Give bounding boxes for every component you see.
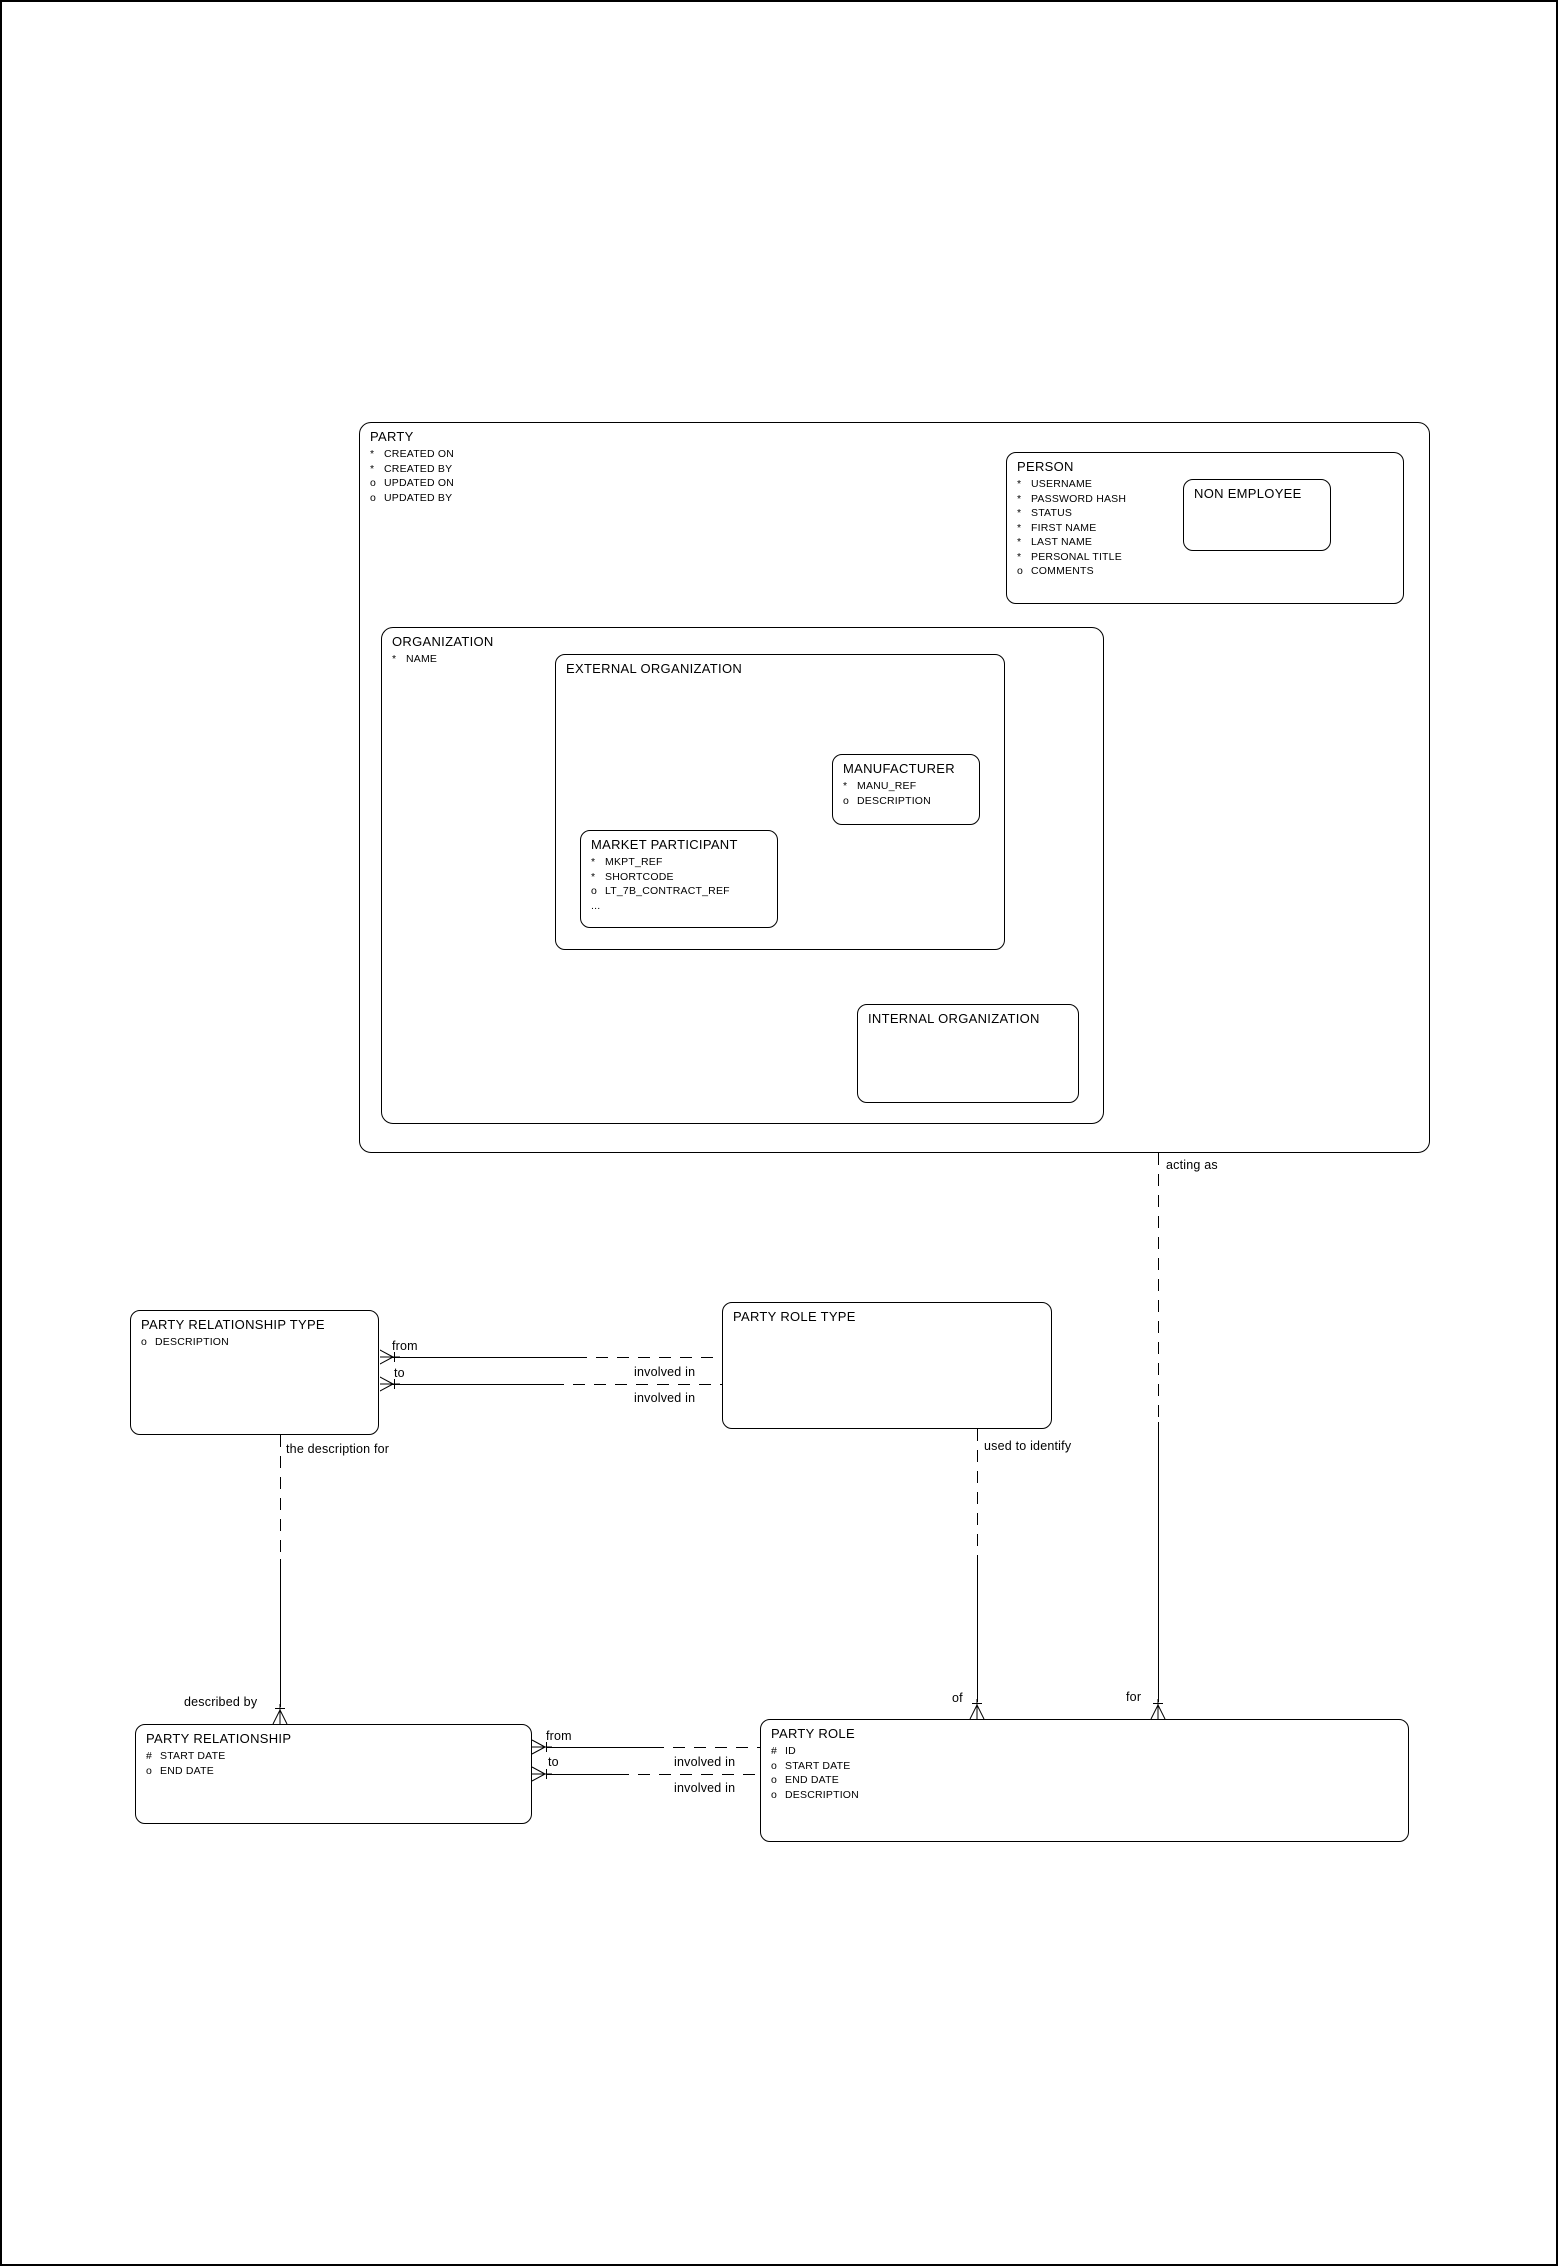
relationship-label-used-to-identify: used to identify — [984, 1439, 1072, 1453]
attribute-row: #START DATE — [146, 1750, 226, 1762]
entity-title: PARTY — [370, 429, 414, 444]
attribute-row: *STATUS — [1017, 507, 1073, 519]
relationship-label-described-by: described by — [184, 1695, 258, 1709]
relationship-line-of-dashed — [977, 1429, 978, 1562]
relationship-line-from-bottom-solid — [546, 1747, 652, 1748]
relationship-line-of-solid — [977, 1562, 978, 1702]
entity-title: PARTY RELATIONSHIP TYPE — [141, 1317, 325, 1332]
relationship-line-to-top-dashed — [552, 1384, 722, 1385]
entity-title: PARTY ROLE TYPE — [733, 1309, 856, 1324]
attribute-row: *SHORTCODE — [591, 870, 674, 883]
relationship-line-from-top-solid — [392, 1357, 575, 1358]
attribute-list: *USERNAME *PASSWORD HASH *STATUS *FIRST NAM… — [1007, 474, 1403, 579]
attribute-row: *CREATED BY — [370, 462, 453, 475]
relationship-label-from-top: from — [392, 1339, 418, 1353]
relationship-label-for: for — [1126, 1690, 1142, 1704]
relationship-label-of: of — [952, 1691, 963, 1705]
crows-foot-icon — [380, 1349, 400, 1365]
attribute-row: *MANU_REF — [843, 780, 917, 792]
attribute-row: #ID — [771, 1745, 796, 1757]
attribute-row: *MKPT_REF — [591, 856, 663, 868]
relationship-line-description-solid — [280, 1559, 281, 1707]
entity-party-role-type: PARTY ROLE TYPE — [722, 1302, 1052, 1429]
attribute-row: *FIRST NAME — [1017, 521, 1097, 534]
attribute-row: *PASSWORD HASH — [1017, 492, 1127, 505]
relationship-label-involved-in-top-1: involved in — [634, 1365, 696, 1379]
entity-title: MARKET PARTICIPANT — [591, 837, 738, 852]
relationship-label-involved-in-bottom-2: involved in — [674, 1781, 736, 1795]
relationship-label-involved-in-bottom-1: involved in — [674, 1755, 736, 1769]
relationship-line-for-dashed — [1158, 1153, 1159, 1422]
attribute-row: *PERSONAL TITLE — [1017, 550, 1122, 563]
attribute-row: *LAST NAME — [1017, 536, 1093, 548]
attribute-row: ... — [591, 899, 601, 912]
entity-title: MANUFACTURER — [843, 761, 955, 776]
attribute-list: *NAME — [382, 649, 1103, 667]
relationship-line-to-bottom-solid — [546, 1774, 617, 1775]
crows-foot-icon — [969, 1699, 985, 1719]
crows-foot-icon — [1150, 1699, 1166, 1719]
relationship-label-to-top: to — [394, 1366, 405, 1380]
relationship-label-the-description-for: the description for — [286, 1442, 390, 1456]
crows-foot-icon — [380, 1376, 400, 1392]
entity-title: ORGANIZATION — [392, 634, 494, 649]
entity-title: INTERNAL ORGANIZATION — [868, 1011, 1040, 1026]
relationship-line-to-top-solid — [392, 1384, 552, 1385]
relationship-line-description-dashed — [280, 1435, 281, 1559]
entity-title: PARTY RELATIONSHIP — [146, 1731, 292, 1746]
relationship-line-from-bottom-dashed — [652, 1747, 760, 1748]
relationship-line-from-top-dashed — [575, 1357, 722, 1358]
entity-title: PERSON — [1017, 459, 1074, 474]
crows-foot-icon — [272, 1704, 288, 1724]
entity-title: PARTY ROLE — [771, 1726, 855, 1741]
relationship-line-for-solid — [1158, 1422, 1159, 1702]
entity-non-employee: NON EMPLOYEE — [1183, 479, 1331, 551]
entity-internal-organization: INTERNAL ORGANIZATION — [857, 1004, 1079, 1103]
crows-foot-icon — [532, 1739, 552, 1755]
relationship-label-involved-in-top-2: involved in — [634, 1391, 696, 1405]
entity-title: NON EMPLOYEE — [1194, 486, 1302, 501]
relationship-label-from-bottom: from — [546, 1729, 572, 1743]
attribute-row: *NAME — [392, 653, 438, 665]
attribute-row: *CREATED ON — [370, 448, 455, 460]
relationship-label-to-bottom: to — [548, 1755, 559, 1769]
relationship-label-acting-as: acting as — [1166, 1158, 1218, 1172]
entity-title: EXTERNAL ORGANIZATION — [566, 661, 743, 676]
attribute-row: *USERNAME — [1017, 478, 1093, 490]
crows-foot-icon — [532, 1766, 552, 1782]
relationship-line-to-bottom-dashed — [617, 1774, 760, 1775]
